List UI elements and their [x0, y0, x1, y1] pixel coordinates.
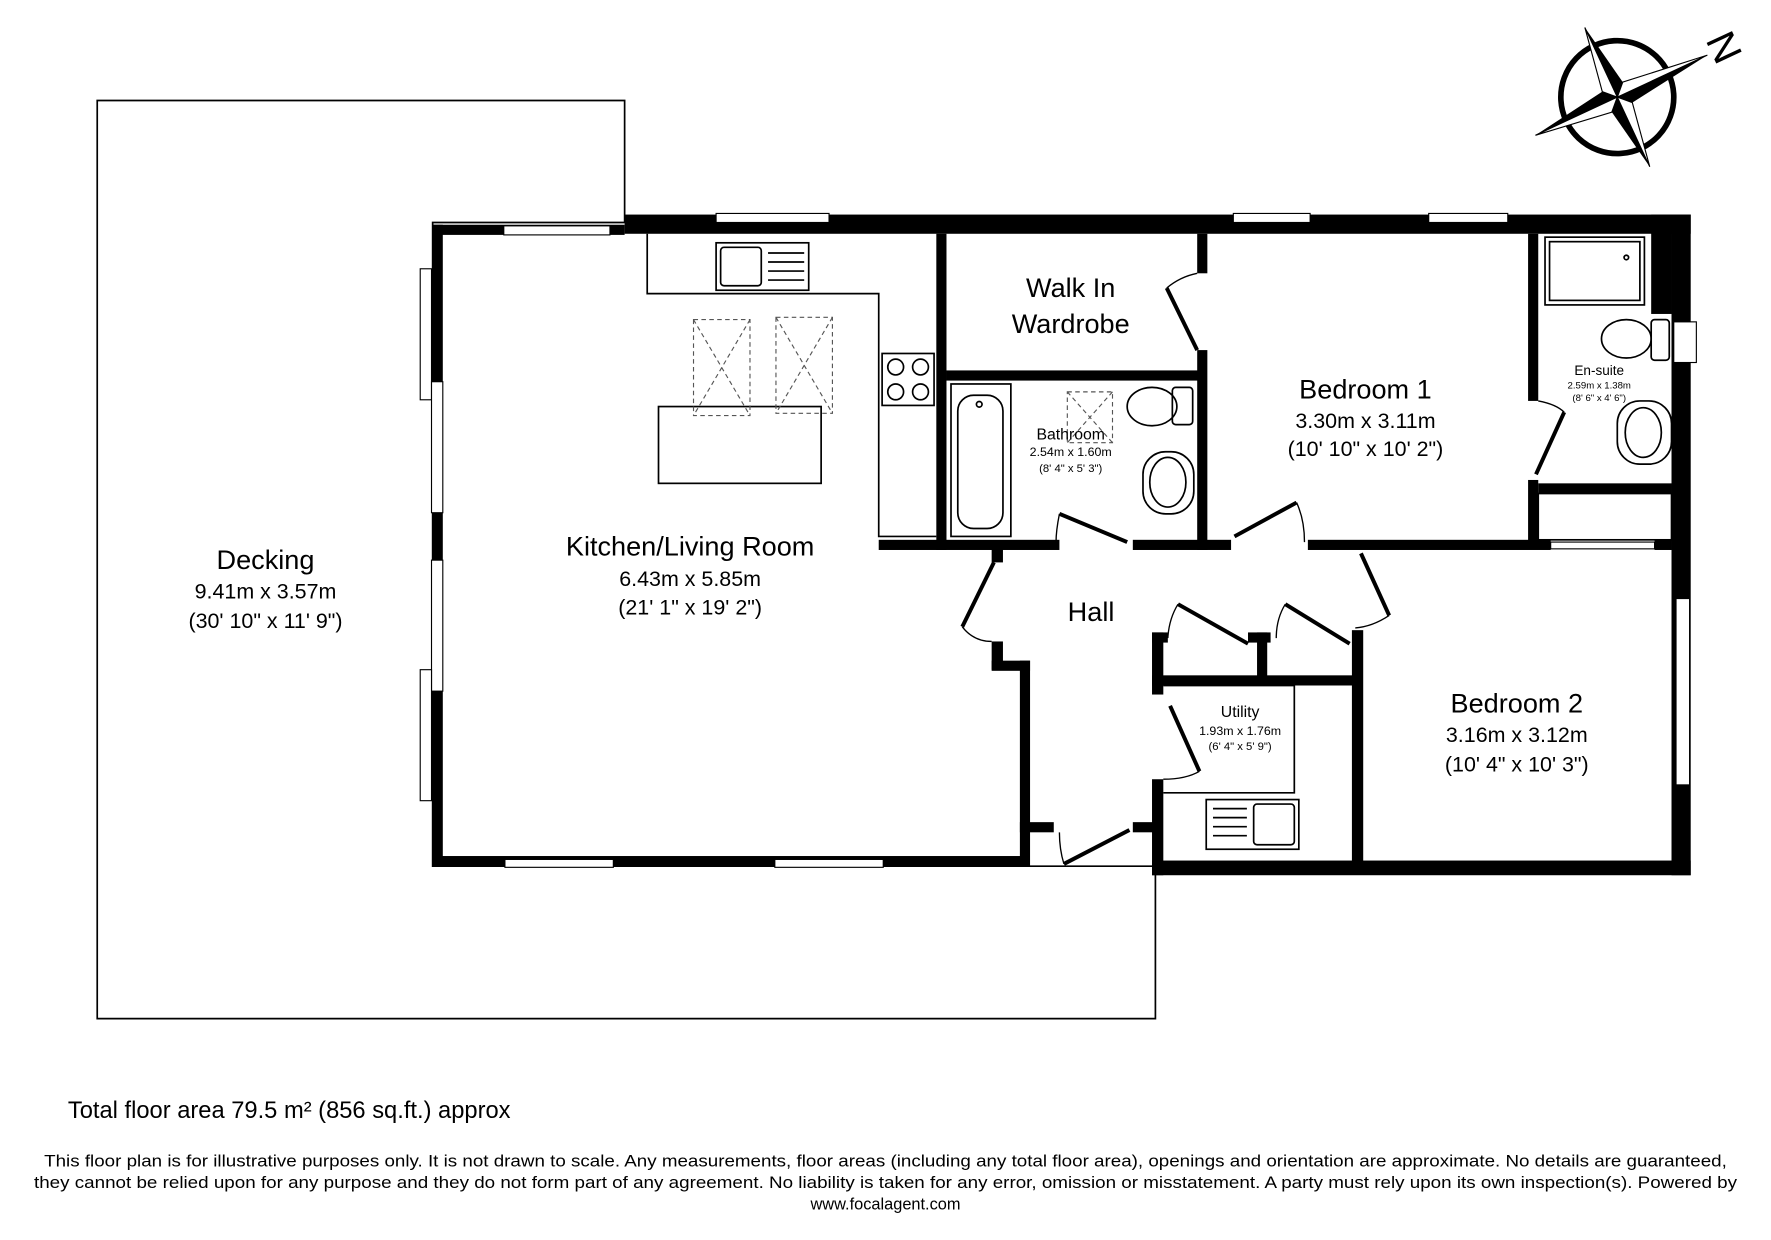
bedroom1-metric: 3.30m x 3.11m [1295, 409, 1435, 433]
kitchen-name: Kitchen/Living Room [566, 531, 815, 562]
decking-metric: 9.41m x 3.57m [195, 580, 337, 604]
kitchen-imperial: (21' 1" x 19' 2") [618, 595, 762, 619]
shower-icon [1544, 236, 1646, 306]
kitchen-island [657, 405, 822, 485]
utility-sink-icon [1205, 798, 1300, 851]
utility-name: Utility [1221, 704, 1260, 721]
hall-name: Hall [1068, 596, 1115, 627]
disclaimer-line-1: This floor plan is for illustrative purp… [44, 1153, 1727, 1171]
bathroom-metric: 2.54m x 1.60m [1030, 445, 1112, 459]
windows [419, 212, 1697, 868]
ensuite-imperial: (8' 6" x 4' 6") [1572, 393, 1626, 404]
ensuite-name: En-suite [1574, 363, 1624, 378]
skylight-icon [1066, 391, 1114, 444]
hob-icon [881, 352, 935, 407]
north-compass-icon: N [1535, 24, 1751, 167]
bedroom1-imperial: (10' 10" x 10' 2") [1288, 437, 1444, 461]
disclaimer-line-3[interactable]: www.focalagent.com [809, 1196, 960, 1214]
bedroom2-name: Bedroom 2 [1451, 688, 1584, 719]
wardrobe-line2: Wardrobe [1012, 308, 1130, 339]
walls [432, 214, 1691, 876]
toilet-icon [1600, 318, 1671, 362]
total-floor-area: Total floor area 79.5 m² (856 sq.ft.) ap… [68, 1098, 511, 1124]
ensuite-metric: 2.59m x 1.38m [1568, 380, 1631, 391]
bedroom1-name: Bedroom 1 [1299, 374, 1432, 405]
kitchen-metric: 6.43m x 5.85m [619, 567, 761, 591]
compass-north-label: N [1697, 24, 1751, 70]
disclaimer-line-2: they cannot be relied upon for any purpo… [34, 1174, 1738, 1192]
doors [960, 272, 1567, 866]
utility-metric: 1.93m x 1.76m [1199, 724, 1281, 738]
footer: Total floor area 79.5 m² (856 sq.ft.) ap… [34, 1098, 1738, 1213]
room-labels: Decking 9.41m x 3.57m (30' 10" x 11' 9")… [188, 272, 1630, 776]
sink-icon [715, 241, 810, 292]
toilet-icon [1126, 386, 1194, 427]
bathroom-name: Bathroom [1036, 426, 1105, 443]
bedroom2-imperial: (10' 4" x 10' 3") [1445, 752, 1589, 776]
decking-name: Decking [217, 544, 315, 575]
fixtures [646, 233, 1673, 851]
skylight-icon [775, 316, 833, 414]
skylight-icon [692, 319, 751, 417]
bedroom2-metric: 3.16m x 3.12m [1446, 723, 1588, 747]
basin-icon [1142, 450, 1195, 515]
bathroom-imperial: (8' 4" x 5' 3") [1039, 463, 1102, 475]
decking-imperial: (30' 10" x 11' 9") [188, 609, 342, 633]
basin-icon [1616, 400, 1673, 465]
utility-imperial: (6' 4" x 5' 9") [1209, 741, 1272, 753]
bath-icon [950, 383, 1012, 538]
wardrobe-line1: Walk In [1026, 272, 1115, 303]
